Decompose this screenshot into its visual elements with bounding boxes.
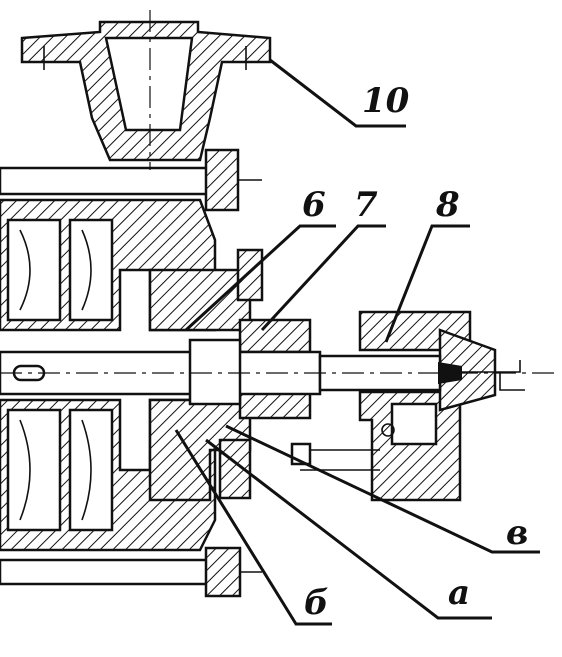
- leader-lines: [174, 58, 540, 626]
- pump-casing: [0, 198, 217, 552]
- discharge-nozzle: [20, 20, 272, 162]
- callout-7: 7: [354, 185, 378, 225]
- callout-labels: 10 6 7 8 в б а: [302, 81, 528, 623]
- pump-shaft: [0, 338, 560, 406]
- callout-a: а: [448, 573, 470, 613]
- callout-v: в: [506, 513, 528, 553]
- callout-10: 10: [362, 81, 410, 121]
- callout-6: 6: [302, 185, 326, 225]
- tie-rod-bottom: [0, 546, 262, 598]
- seal-housing: [148, 248, 312, 502]
- callout-8: 8: [435, 185, 460, 225]
- callout-b: б: [304, 583, 329, 623]
- tie-rod-top: [0, 148, 262, 212]
